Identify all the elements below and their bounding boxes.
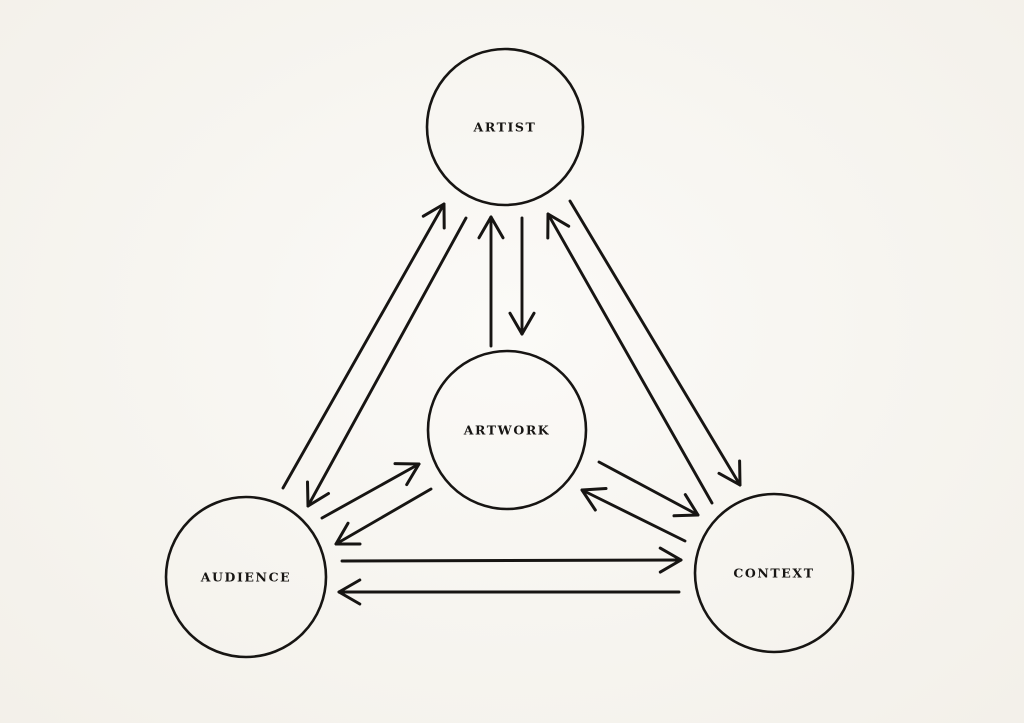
arrowhead-icon [421,202,446,230]
arrow-artwork-to-artist [477,215,505,348]
node-artwork: ARTWORK [426,349,588,511]
node-label-artwork: ARTWORK [463,423,551,438]
arrow-artist-to-context [568,199,742,487]
arrowhead-icon [717,459,742,487]
node-circle-audience [164,495,328,659]
arrow-shaft [340,558,683,563]
arrowhead-icon [580,487,608,512]
node-audience: AUDIENCE [164,495,328,659]
arrow-context-to-artist [546,212,714,505]
node-label-context: CONTEXT [733,566,814,581]
arrowhead-icon [672,493,700,518]
arrow-artwork-to-context [597,460,700,518]
arrowhead-icon [508,311,536,336]
arrow-shaft [281,202,446,490]
arrow-shaft [546,212,714,505]
node-artist: ARTIST [425,47,585,207]
arrow-shaft [306,216,468,508]
arrow-shaft [320,462,421,520]
arrowhead-icon [477,215,505,240]
arrow-audience-to-artwork [320,462,421,520]
node-label-artist: ARTIST [473,120,537,135]
arrowhead-icon [337,578,362,606]
arrow-shaft [334,487,433,546]
arrow-artist-to-artwork [508,216,536,336]
arrow-context-to-audience [337,578,681,606]
arrow-shaft [580,488,687,543]
node-circle-context [693,492,855,654]
arrow-artist-to-audience [306,216,468,508]
arrowhead-icon [334,521,362,546]
arrowhead-icon [546,212,571,240]
arrow-artwork-to-audience [334,487,433,546]
arrow-context-to-artwork [580,487,687,543]
arrow-audience-to-context [340,546,683,574]
arrowhead-icon [306,480,330,508]
arrow-audience-to-artist [281,202,446,490]
node-circle-artwork [426,349,588,511]
node-circle-artist [425,47,585,207]
arrowhead-icon [658,546,683,574]
arrowhead-icon [393,462,421,487]
node-label-audience: AUDIENCE [200,570,292,585]
arrow-shaft [568,199,742,487]
node-context: CONTEXT [693,492,855,654]
arrow-shaft [597,460,700,517]
